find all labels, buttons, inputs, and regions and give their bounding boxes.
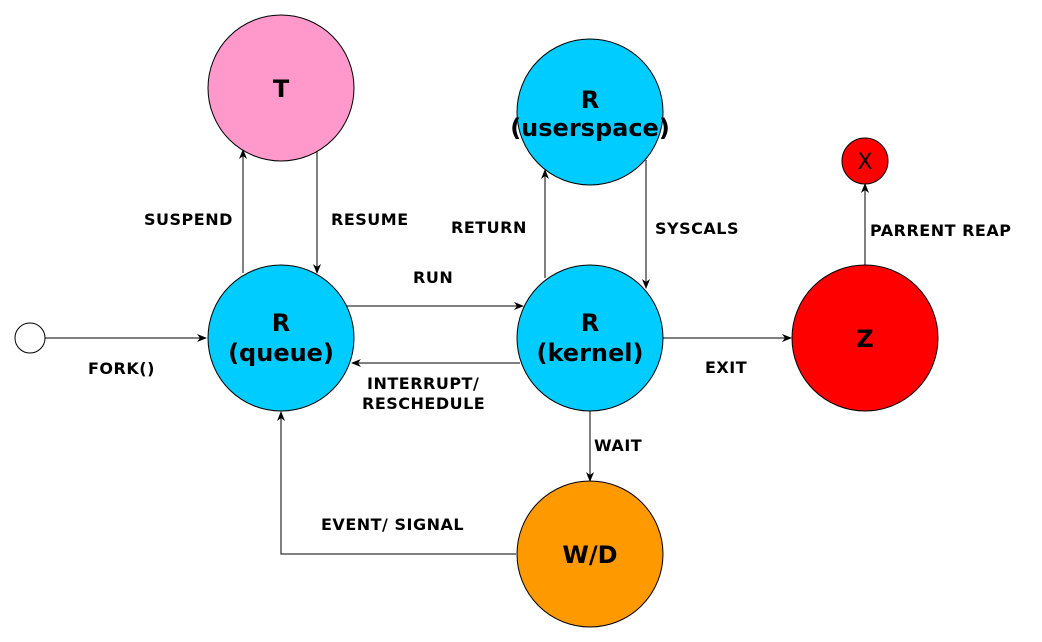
interrupt-label-line2: RESCHEDULE (362, 394, 485, 413)
zombie-label: Z (856, 325, 873, 353)
userspace-label-line1: R (581, 86, 599, 114)
parent-reap-label: PARRENT REAP (870, 221, 1011, 240)
wait-label: WAIT (594, 436, 642, 455)
exited-node (841, 137, 889, 185)
interrupt-label-line1: INTERRUPT/ (367, 374, 479, 393)
kernel-node (516, 264, 664, 412)
syscals-label: SYSCALS (655, 219, 739, 238)
userspace-label-line2: (userspace) (510, 114, 670, 142)
queue-label-line1: R (272, 309, 290, 337)
stopped-node (207, 14, 355, 162)
queue-label-line2: (queue) (228, 339, 334, 367)
exit-label: EXIT (705, 358, 747, 377)
resume-label: RESUME (331, 210, 409, 229)
edge-event-signal (277, 411, 516, 555)
waiting-node (516, 480, 664, 628)
start-node (14, 322, 46, 354)
queue-node (207, 264, 355, 412)
fork-label: FORK() (88, 359, 155, 378)
userspace-node (516, 38, 664, 186)
stopped-label: T (273, 75, 290, 103)
exited-label: X (857, 150, 872, 175)
waiting-label: W/D (562, 541, 617, 569)
run-label: RUN (413, 268, 453, 287)
suspend-label: SUSPEND (144, 210, 233, 229)
kernel-label-line1: R (581, 309, 599, 337)
zombie-node (791, 264, 939, 412)
event-signal-label: EVENT/ SIGNAL (321, 515, 464, 534)
return-label: RETURN (451, 218, 527, 237)
kernel-label-line2: (kernel) (537, 339, 644, 367)
